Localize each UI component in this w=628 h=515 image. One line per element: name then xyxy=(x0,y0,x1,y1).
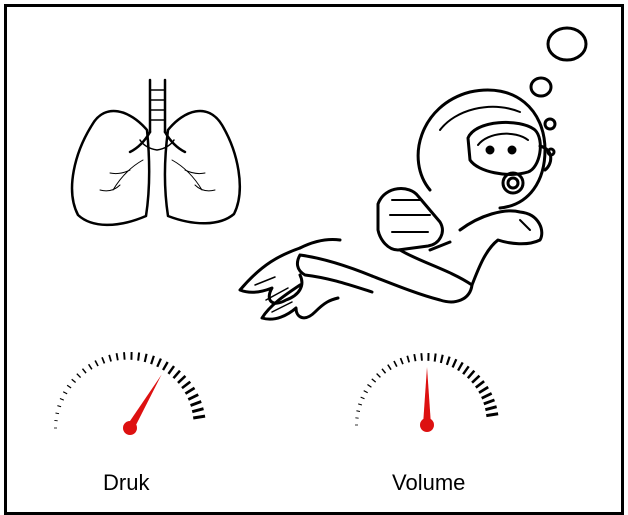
gauge-tick xyxy=(435,354,436,362)
gauge-tick xyxy=(447,357,450,365)
pressure-gauge-icon xyxy=(54,352,205,435)
gauge-tick xyxy=(486,414,498,416)
gauge-tick xyxy=(77,374,81,378)
gauge-tick xyxy=(178,376,185,383)
gauge-tick xyxy=(394,361,397,367)
volume-label: Volume xyxy=(392,470,465,496)
gauge-tick xyxy=(377,374,381,378)
gauge-tick xyxy=(157,359,161,367)
gauge-tick xyxy=(124,352,125,359)
gauge-tick xyxy=(173,371,180,378)
gauge-tick xyxy=(67,385,71,388)
gauge-tick xyxy=(356,411,360,412)
gauge-tick xyxy=(89,364,92,369)
gauge-tick xyxy=(55,413,59,414)
gauge-tick xyxy=(57,406,61,407)
gauge-tick xyxy=(463,366,469,374)
lungs-icon xyxy=(72,80,240,225)
gauge-tick xyxy=(138,353,139,361)
gauge-tick xyxy=(117,353,118,360)
gauge-tick xyxy=(72,379,76,382)
gauge-tick xyxy=(414,354,415,361)
gauge-tick xyxy=(361,397,365,399)
gauge-tick xyxy=(163,362,168,370)
gauge-tick xyxy=(458,362,463,370)
gauge-tick xyxy=(60,399,64,401)
gauge-tick xyxy=(109,355,111,362)
gauge-tick xyxy=(191,402,202,406)
gauge-tick xyxy=(358,404,362,405)
gauge-tick xyxy=(151,356,154,364)
gauge-tick xyxy=(407,356,409,363)
gauge-tick xyxy=(193,416,205,418)
gauge-tick xyxy=(192,409,203,412)
gauge-tick xyxy=(421,353,422,360)
gauge-tick xyxy=(482,393,492,398)
gauge-tick xyxy=(479,387,488,393)
gauge-tick xyxy=(168,366,174,374)
gauge-tick xyxy=(388,365,391,370)
gauge-tick xyxy=(382,369,386,373)
gauge-tick xyxy=(453,359,457,367)
gauge-tick xyxy=(182,382,190,388)
gauge-tick xyxy=(185,388,194,394)
gauge-tick xyxy=(372,379,376,382)
gauge-tick xyxy=(188,395,198,400)
scuba-diver-illustration xyxy=(240,90,551,319)
gauge-tick xyxy=(468,371,475,378)
gauge-tick xyxy=(476,381,484,387)
gauge-tick xyxy=(145,354,147,362)
gauge-tick xyxy=(63,392,67,394)
gauge-tick xyxy=(485,407,496,410)
gauge-tick xyxy=(441,355,443,363)
gauge-tick xyxy=(367,385,371,388)
volume-gauge-icon xyxy=(355,353,498,432)
gauge-tick xyxy=(95,360,98,366)
gauge-tick xyxy=(102,357,104,363)
pressure-label: Druk xyxy=(103,470,149,496)
gauge-tick xyxy=(472,376,479,383)
gauge-tick xyxy=(400,358,402,364)
gauge-tick xyxy=(364,391,368,393)
gauge-tick xyxy=(82,369,86,373)
gauge-tick xyxy=(484,400,495,404)
